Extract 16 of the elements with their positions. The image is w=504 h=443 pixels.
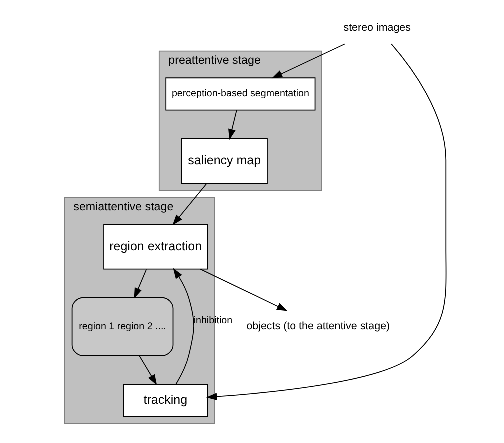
node-text: objects (to the attentive stage) xyxy=(246,320,390,333)
node-box: saliency map xyxy=(181,138,268,184)
arrow xyxy=(139,356,158,386)
arrow xyxy=(272,44,346,79)
arrow xyxy=(228,110,238,140)
node-box: region 1 region 2 .... xyxy=(72,297,174,356)
arrow xyxy=(134,269,148,299)
node-box: perception-based segmentation xyxy=(166,78,316,111)
arrow xyxy=(206,44,447,401)
arrow xyxy=(172,183,208,226)
node-box: region extraction xyxy=(104,224,208,270)
node-box: tracking xyxy=(123,384,208,418)
arrow xyxy=(173,268,194,385)
edge-label: inhibition xyxy=(194,316,233,327)
arrow xyxy=(200,268,288,312)
node-text: stereo images xyxy=(344,22,411,34)
